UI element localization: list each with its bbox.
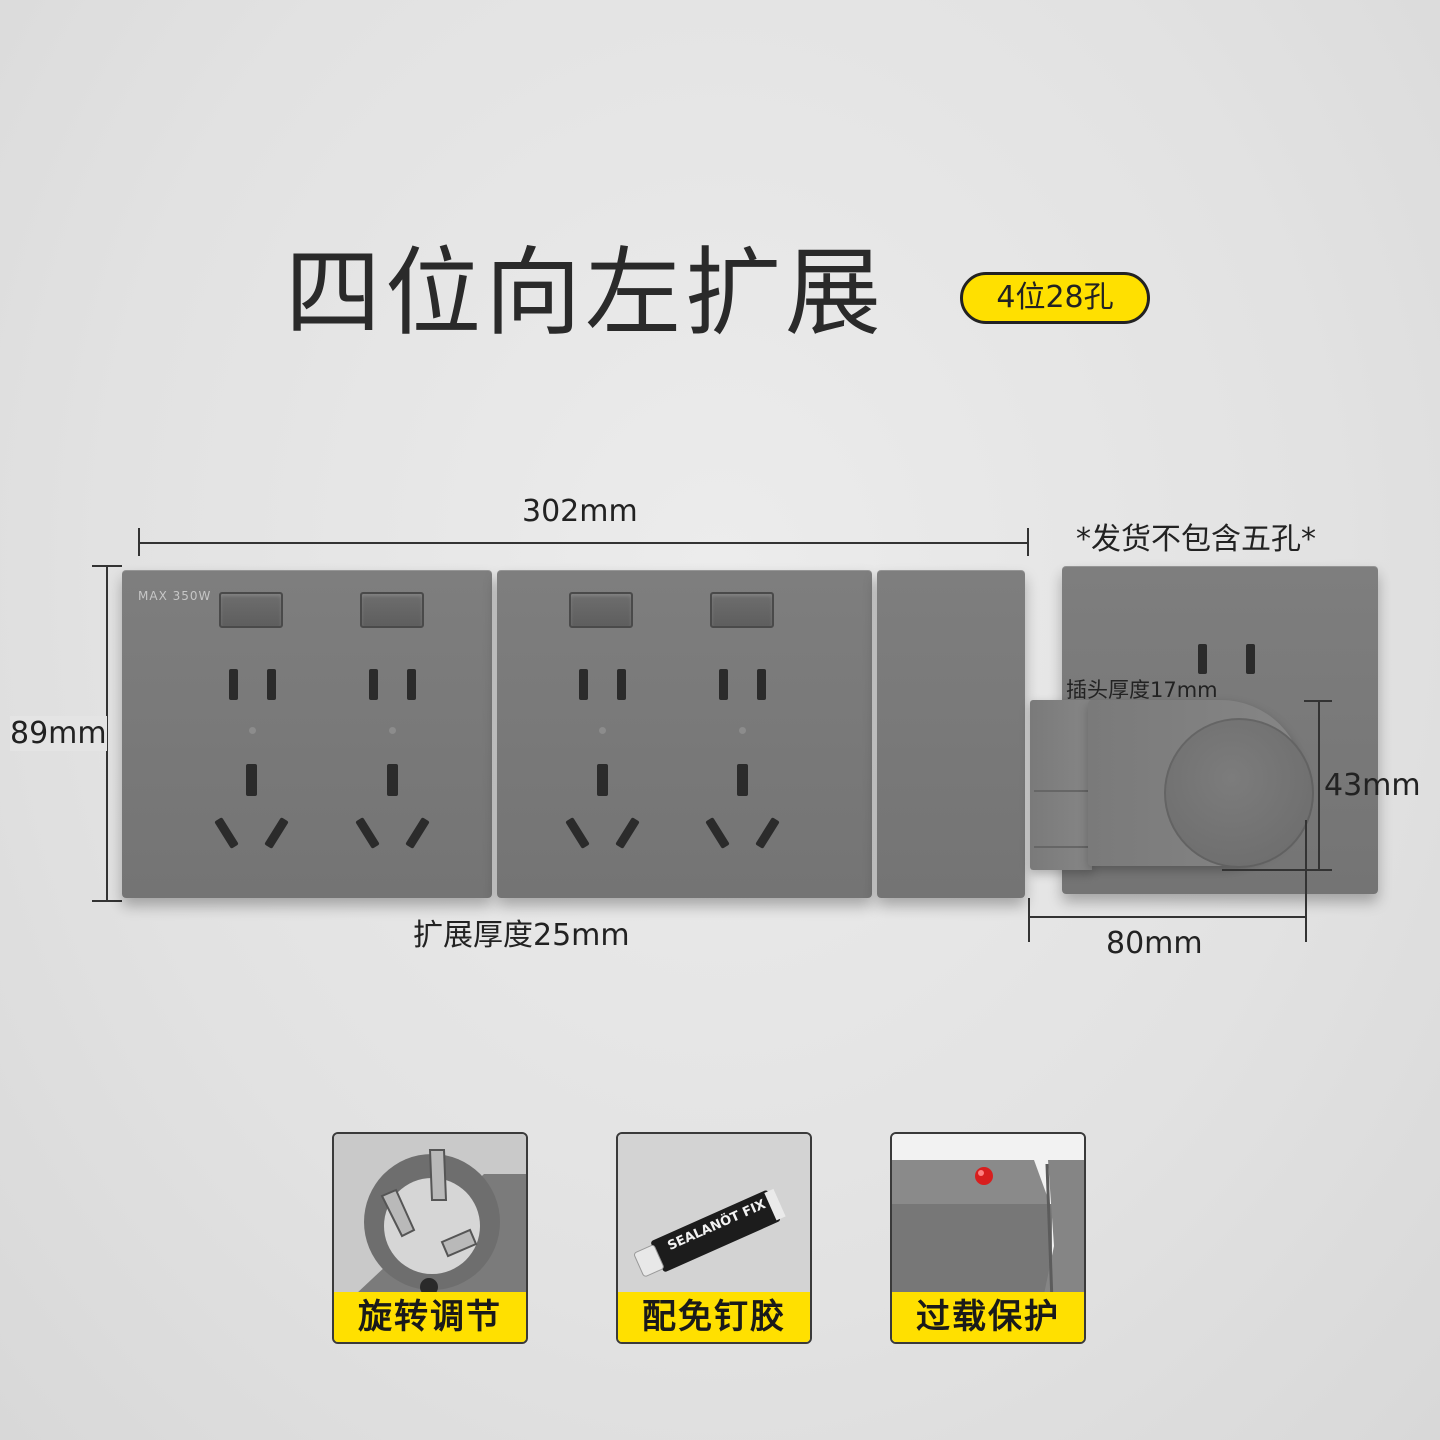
width-dimension-line [138,542,1028,544]
plug-height-label: 43mm [1324,768,1421,803]
height-dimension-tick-bottom [92,900,122,902]
socket-2-two-pin-left [369,669,378,700]
expansion-thickness-label: 扩展厚度25mm [413,918,630,953]
plug-width-label: 80mm [1106,926,1203,961]
socket-3-two-pin-right [617,669,626,700]
shipping-note: *发货不包含五孔* [1076,522,1316,557]
socket-1-two-pin-right [267,669,276,700]
plug-height-tick-top [1304,700,1332,702]
plug-width-tick-left [1028,898,1030,942]
feature-label-rotation: 旋转调节 [334,1292,526,1342]
height-dimension-line [106,565,108,901]
socket-panel-1 [122,570,492,898]
socket-2-indicator [389,727,396,734]
socket-2-two-pin-right [407,669,416,700]
socket-switch-3[interactable] [569,592,633,628]
height-dimension-label: 89mm [10,716,107,751]
socket-panel-2 [497,570,872,898]
socket-1-indicator [249,727,256,734]
page-title: 四位向左扩展 [285,237,885,349]
socket-4-two-pin-left [719,669,728,700]
feature-card-rotation: 旋转调节 [332,1132,528,1344]
plug-thickness-label: 插头厚度17mm [1066,678,1218,702]
plug-seam-1 [1034,790,1090,792]
wall-outlet-pin-left [1198,644,1207,674]
socket-3-earth-slot [597,764,608,796]
socket-2-earth-slot [387,764,398,796]
socket-switch-2[interactable] [360,592,424,628]
rotating-plug-disc[interactable] [1164,718,1314,868]
socket-3-two-pin-left [579,669,588,700]
plug-extension-cable-block [1030,700,1092,870]
socket-4-earth-slot [737,764,748,796]
width-dimension-tick-right [1027,528,1029,556]
wall-outlet-pin-right [1246,644,1255,674]
feature-card-overload: 过载保护 [890,1132,1086,1344]
feature-label-overload: 过载保护 [892,1292,1084,1342]
socket-switch-1[interactable] [219,592,283,628]
plug-height-dimension-line [1318,700,1320,870]
socket-4-indicator [739,727,746,734]
plug-width-tick-right [1305,820,1307,942]
power-rating-label: MAX 350W [138,589,212,603]
blank-end-panel [877,570,1025,898]
socket-1-two-pin-left [229,669,238,700]
socket-3-indicator [599,727,606,734]
width-dimension-tick-left [138,528,140,556]
plug-seam-2 [1034,846,1090,848]
plug-height-tick-bottom [1222,869,1332,871]
feature-card-glue: SEALANÖT FIX 配免钉胶 [616,1132,812,1344]
socket-1-earth-slot [246,764,257,796]
feature-label-glue: 配免钉胶 [618,1292,810,1342]
socket-4-two-pin-right [757,669,766,700]
plug-width-dimension-line [1028,916,1306,918]
socket-switch-4[interactable] [710,592,774,628]
height-dimension-tick-top [92,565,122,567]
socket-count-badge: 4位28孔 [960,272,1150,324]
width-dimension-label: 302mm [522,494,638,529]
